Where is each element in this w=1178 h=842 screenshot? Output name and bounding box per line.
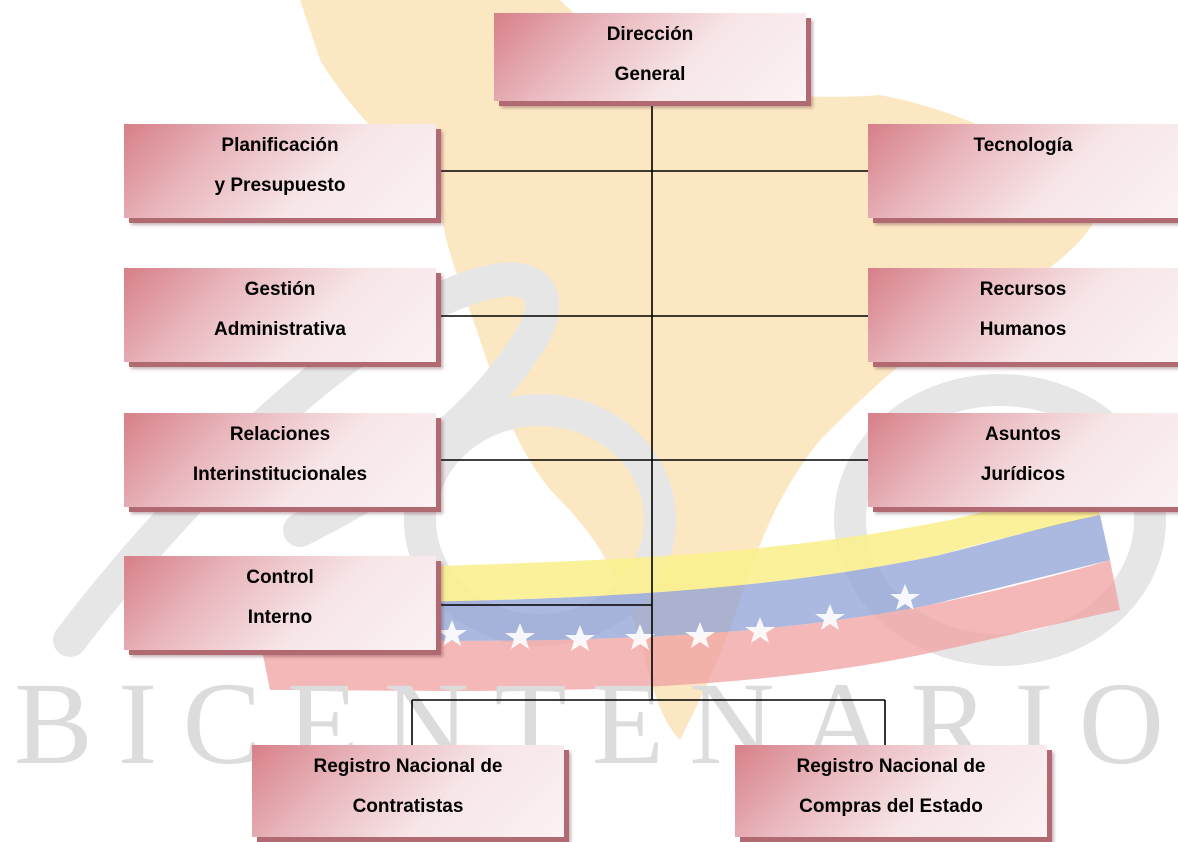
flag-ribbon-red [260, 560, 1120, 691]
watermark-letter: C [182, 658, 262, 789]
node-label-line1: Registro Nacional de [313, 756, 503, 777]
node-label-line1: Planificación [221, 135, 339, 156]
node-label-line1: Dirección [606, 24, 694, 45]
watermark-ring-2 [834, 374, 1166, 666]
node-relaciones-interinstitucionales: Relaciones Interinstitucionales [124, 413, 436, 507]
node-asuntos-juridicos: Asuntos Jurídicos [868, 413, 1178, 507]
watermark-letter: O [1078, 658, 1164, 789]
flag-ribbon-yellow [250, 490, 1100, 605]
node-label-line2: y Presupuesto [214, 175, 346, 196]
node-label-line2: Jurídicos [980, 464, 1066, 485]
node-label-line1: Tecnología [973, 135, 1073, 156]
node-label-line2: Humanos [979, 319, 1067, 340]
node-label-line2: Compras del Estado [799, 796, 983, 817]
node-label-line2: Interno [247, 607, 313, 628]
node-label-line1: Control [246, 567, 314, 588]
node-tecnologia: Tecnología [868, 124, 1178, 218]
watermark-letter: I [118, 658, 158, 789]
flag-stars [437, 584, 920, 651]
node-label-line2: General [614, 64, 686, 85]
node-label-line1: Gestión [244, 279, 316, 300]
node-direccion-general: Dirección General [494, 13, 806, 101]
node-control-interno: Control Interno [124, 556, 436, 650]
node-registro-contratistas: Registro Nacional de Contratistas [252, 745, 564, 837]
node-label-line1: Recursos [979, 279, 1067, 300]
node-label-line2: Interinstitucionales [192, 464, 368, 485]
node-planificacion-presupuesto: Planificación y Presupuesto [124, 124, 436, 218]
node-registro-compras-estado: Registro Nacional de Compras del Estado [735, 745, 1047, 837]
node-label-line2: Contratistas [352, 796, 464, 817]
watermark-letter: B [14, 658, 93, 789]
node-label-line1: Relaciones [229, 424, 331, 445]
flag-ribbon-blue [250, 515, 1110, 641]
node-label-line1: Registro Nacional de [796, 756, 986, 777]
node-recursos-humanos: Recursos Humanos [868, 268, 1178, 362]
node-label-line1: Asuntos [985, 424, 1061, 445]
node-label-line2: Administrativa [214, 319, 346, 340]
node-gestion-administrativa: Gestión Administrativa [124, 268, 436, 362]
